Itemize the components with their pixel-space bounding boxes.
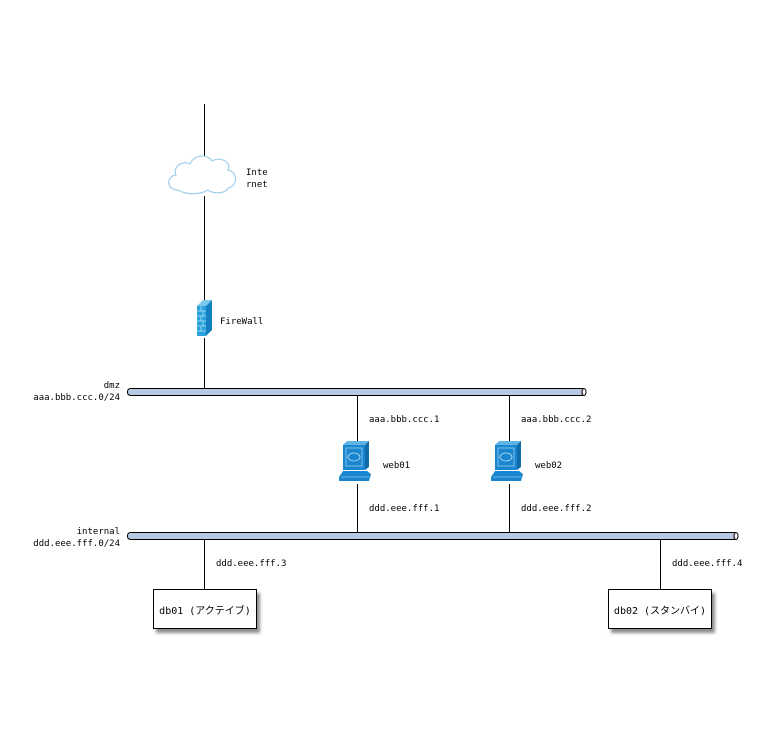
- web01-dmz-ip-label: aaa.bbb.ccc.1: [369, 415, 439, 425]
- web02-internal-ip-label: ddd.eee.fff.2: [521, 504, 591, 514]
- internal-name-label: internal: [77, 527, 120, 537]
- firewall-label: FireWall: [220, 317, 263, 327]
- internet-label-line2: rnet: [246, 180, 268, 190]
- dmz-name-label: dmz: [104, 381, 120, 391]
- db02-node[interactable]: db02 (スタンバイ): [608, 589, 712, 629]
- internet-label-line1: Inte: [246, 168, 268, 178]
- cloud-icon[interactable]: [168, 155, 237, 195]
- workstation-icon[interactable]: [339, 441, 371, 481]
- internal-subnet-label: ddd.eee.fff.0/24: [33, 539, 120, 549]
- web01-internal-ip-label: ddd.eee.fff.1: [369, 504, 439, 514]
- internal-bus[interactable]: [127, 532, 739, 540]
- db01-node[interactable]: db01 (アクテイブ): [153, 589, 257, 629]
- db02-ip-label: ddd.eee.fff.4: [672, 559, 742, 569]
- dmz-bus[interactable]: [127, 388, 587, 396]
- web02-dmz-ip-label: aaa.bbb.ccc.2: [521, 415, 591, 425]
- web02-label: web02: [535, 461, 562, 471]
- dmz-subnet-label: aaa.bbb.ccc.0/24: [33, 393, 120, 403]
- firewall-icon[interactable]: [197, 300, 212, 336]
- web01-label: web01: [383, 461, 410, 471]
- db01-label: db01 (アクテイブ): [159, 605, 251, 617]
- db02-label: db02 (スタンバイ): [613, 605, 707, 617]
- workstation-icon[interactable]: [491, 441, 523, 481]
- db01-ip-label: ddd.eee.fff.3: [216, 559, 286, 569]
